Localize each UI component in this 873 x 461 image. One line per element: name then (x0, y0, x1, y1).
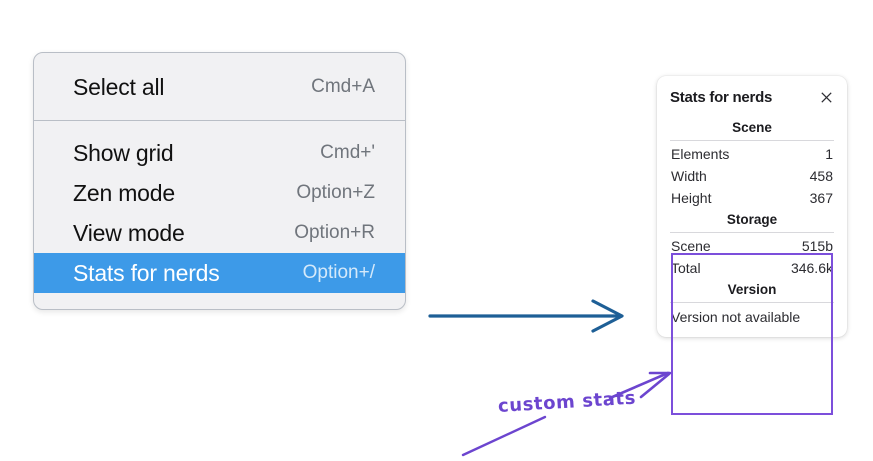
panel-header: Stats for nerds (670, 89, 834, 106)
stats-section-version: Version Version not available (670, 279, 834, 326)
section-divider (670, 140, 834, 141)
stat-row: Height 367 (670, 187, 834, 209)
menu-item-label: Select all (73, 73, 165, 100)
blue-arrow-annotation (428, 299, 624, 333)
stats-for-nerds-panel: Stats for nerds Scene Elements 1 Width 4… (657, 76, 847, 337)
stat-row: Total 346.6k (670, 257, 834, 279)
stat-value: 1 (825, 146, 833, 162)
stats-section-scene: Scene Elements 1 Width 458 Height 367 (670, 117, 834, 209)
stat-value: 367 (809, 190, 833, 206)
stat-label: Width (671, 168, 707, 184)
stat-label: Total (671, 260, 701, 276)
menu-item-view-mode[interactable]: View mode Option+R (34, 213, 405, 253)
section-heading: Version (727, 282, 777, 297)
stat-value: 515b (801, 238, 833, 254)
purple-tail-annotation (461, 415, 547, 457)
menu-item-select-all[interactable]: Select all Cmd+A (34, 67, 405, 107)
section-heading: Scene (732, 120, 772, 135)
stat-label: Height (671, 190, 712, 206)
version-text: Version not available (671, 309, 801, 325)
menu-item-zen-mode[interactable]: Zen mode Option+Z (34, 173, 405, 213)
menu-item-label: Stats for nerds (73, 259, 220, 286)
stat-row: Width 458 (670, 165, 834, 187)
section-heading: Storage (726, 212, 778, 227)
stat-value: 346.6k (790, 260, 833, 276)
stat-value: 458 (809, 168, 833, 184)
section-divider (670, 302, 834, 303)
stat-row: Elements 1 (670, 143, 834, 165)
close-icon[interactable] (819, 90, 834, 105)
stat-label: Scene (671, 238, 711, 254)
menu-item-shortcut: Cmd+A (311, 76, 375, 97)
menu-item-label: Show grid (73, 139, 174, 166)
menu-item-label: Zen mode (73, 179, 175, 206)
context-menu[interactable]: Select all Cmd+A Show grid Cmd+' Zen mod… (33, 52, 406, 310)
menu-item-shortcut: Cmd+' (320, 142, 375, 163)
menu-item-show-grid[interactable]: Show grid Cmd+' (34, 133, 405, 173)
menu-item-label: View mode (73, 219, 185, 246)
custom-stats-annotation-label: custom stats (497, 387, 637, 417)
menu-section-edit: Select all Cmd+A (34, 53, 405, 120)
menu-item-shortcut: Option+/ (302, 262, 375, 283)
menu-section-view: Show grid Cmd+' Zen mode Option+Z View m… (34, 120, 405, 309)
stats-section-storage: Storage Scene 515b Total 346.6k (670, 209, 834, 279)
menu-item-stats-for-nerds[interactable]: Stats for nerds Option+/ (34, 253, 405, 293)
panel-title: Stats for nerds (670, 89, 773, 106)
menu-item-shortcut: Option+Z (296, 182, 375, 203)
section-divider (670, 232, 834, 233)
menu-item-shortcut: Option+R (294, 222, 375, 243)
stat-label: Elements (671, 146, 730, 162)
stat-row: Scene 515b (670, 235, 834, 257)
